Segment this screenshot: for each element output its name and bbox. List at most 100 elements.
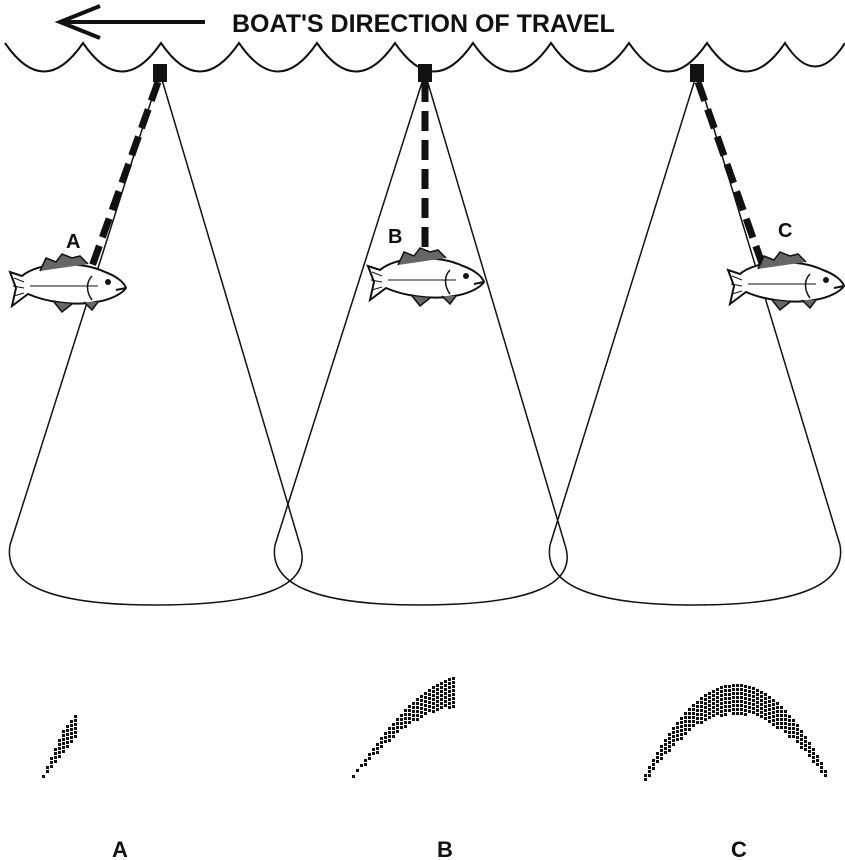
arch-pixel: [680, 737, 683, 740]
arch-pixel: [408, 705, 411, 708]
arch-pixel: [752, 703, 755, 706]
arch-pixel: [736, 688, 739, 691]
arch-pixel: [704, 718, 707, 721]
arch-pixel: [716, 700, 719, 703]
arch-pixel: [756, 697, 759, 700]
arch-pixel: [740, 696, 743, 699]
arch-pixel: [428, 709, 431, 712]
arch-pixel: [372, 748, 375, 751]
arch-pixel: [684, 724, 687, 727]
fish-label-c: C: [778, 220, 792, 242]
arch-pixel: [420, 699, 423, 702]
arch-pixel: [772, 699, 775, 702]
arch-pixel: [716, 712, 719, 715]
arch-pixel: [74, 731, 77, 734]
arch-pixel: [780, 714, 783, 717]
arch-pixel: [728, 697, 731, 700]
arch-pixel: [54, 756, 57, 759]
arch-pixel: [740, 700, 743, 703]
arch-pixel: [760, 703, 763, 706]
arch-label-b: B: [437, 837, 453, 860]
arch-pixel: [58, 751, 61, 754]
arch-pixel: [760, 711, 763, 714]
arch-pixel: [440, 698, 443, 701]
arch-pixel: [784, 710, 787, 713]
arch-pixel: [412, 710, 415, 713]
arch-pixel: [740, 684, 743, 687]
arch-pixel: [788, 715, 791, 718]
arch-pixel: [644, 778, 647, 781]
arch-pixel: [704, 710, 707, 713]
arch-pixel: [680, 717, 683, 720]
arch-pixel: [712, 698, 715, 701]
arch-pixel: [428, 705, 431, 708]
arch-pixel: [764, 693, 767, 696]
arch-pixel: [704, 706, 707, 709]
arch-pixel: [672, 727, 675, 730]
arch-pixel: [764, 697, 767, 700]
arch-pixel: [684, 728, 687, 731]
arch-pixel: [700, 697, 703, 700]
arch-pixel: [62, 750, 65, 753]
arch-pixel: [776, 718, 779, 721]
arch-pixel: [816, 759, 819, 762]
arch-pixel: [428, 689, 431, 692]
arch-pixel: [74, 723, 77, 726]
ping-line-a: [86, 80, 162, 274]
arch-pixel: [800, 730, 803, 733]
arch-pixel: [728, 689, 731, 692]
arch-pixel: [716, 688, 719, 691]
arch-pixel: [728, 709, 731, 712]
arch-pixel: [756, 705, 759, 708]
arch-pixel: [804, 736, 807, 739]
arch-pixel: [720, 710, 723, 713]
arch-pixel: [436, 700, 439, 703]
arch-pixel: [716, 704, 719, 707]
arch-pixel: [764, 705, 767, 708]
arch-pixel: [780, 722, 783, 725]
arch-pixel: [404, 721, 407, 724]
arch-pixel: [700, 721, 703, 724]
arch-pixel: [676, 738, 679, 741]
arch-pixel: [740, 704, 743, 707]
arch-pixel: [62, 734, 65, 737]
arch-pixel: [708, 716, 711, 719]
arch-pixel: [66, 725, 69, 728]
arrow-left-icon: [54, 4, 205, 40]
arch-pixel: [812, 748, 815, 751]
arch-pixel: [788, 719, 791, 722]
arch-pixel: [444, 680, 447, 683]
arch-pixel: [716, 696, 719, 699]
arch-pixel: [764, 713, 767, 716]
arch-pixel: [724, 709, 727, 712]
arch-pixel: [692, 724, 695, 727]
arch-pixel: [712, 706, 715, 709]
arch-pixel: [50, 761, 53, 764]
arch-pixel: [720, 706, 723, 709]
arch-pixel: [800, 742, 803, 745]
arch-pixel: [440, 706, 443, 709]
arch-pixel: [436, 684, 439, 687]
arch-pixel: [408, 709, 411, 712]
arch-pixel: [732, 692, 735, 695]
arch-pixel: [664, 747, 667, 750]
arch-pixel: [448, 686, 451, 689]
arch-pixel: [376, 743, 379, 746]
arch-pixel: [688, 720, 691, 723]
arch-pixel: [440, 686, 443, 689]
arch-pixel: [736, 692, 739, 695]
arch-pixel: [400, 718, 403, 721]
arch-pixel: [668, 733, 671, 736]
arch-pixel: [408, 721, 411, 724]
fish-label-b: B: [388, 226, 402, 248]
arch-pixel: [764, 701, 767, 704]
ping-line-c: [694, 80, 769, 274]
arch-pixel: [412, 702, 415, 705]
arch-pixel: [784, 722, 787, 725]
arch-pixel: [452, 681, 455, 684]
arch-pixel: [772, 719, 775, 722]
fish-arch-c: [644, 684, 827, 781]
arch-pixel: [728, 693, 731, 696]
arch-pixel: [50, 757, 53, 760]
arch-pixel: [54, 752, 57, 755]
